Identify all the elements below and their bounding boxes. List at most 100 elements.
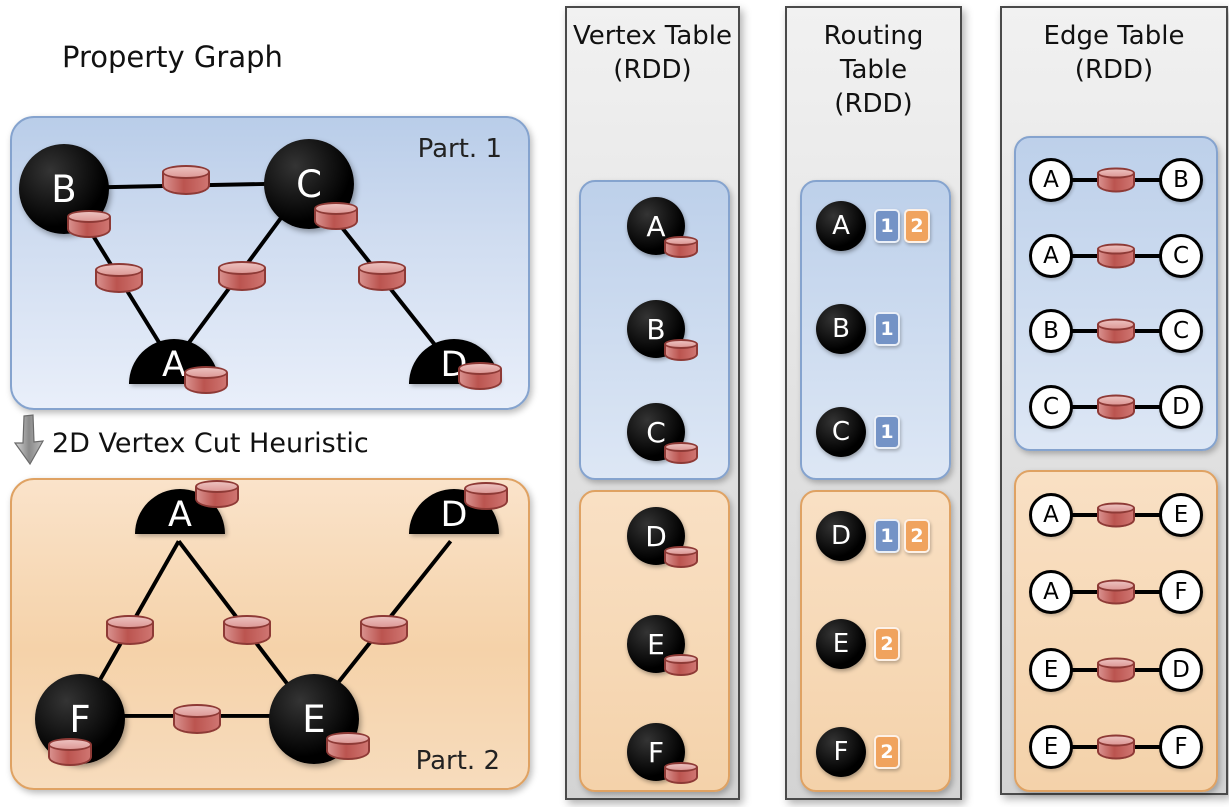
edge-row-a-e: A E: [1016, 492, 1216, 537]
routing-table-partition-2-box: D 1 2 E 2 F 2: [800, 490, 951, 792]
vertex-cut-heuristic-label: 2D Vertex Cut Heuristic: [52, 428, 369, 459]
edge-row-c-d: C D: [1016, 385, 1216, 430]
vertex-table-entry-d-label: D: [645, 519, 667, 553]
routing-entry-a-label: A: [832, 211, 850, 241]
edge-table-partition-1-box: A B A C B C C D: [1014, 136, 1218, 451]
edge-property-cylinder-icon: [1097, 318, 1135, 344]
vertex-table-title-line1: Vertex Table: [572, 21, 733, 51]
edge-src-circle: A: [1029, 233, 1073, 278]
routing-entry-d-partition1-chip: 1: [874, 519, 900, 553]
edge-dst-label: C: [1172, 318, 1190, 345]
edge-a-e-property-cylinder-icon: [223, 615, 271, 645]
routing-entry-c-vertex: C: [816, 407, 866, 457]
edge-dst-circle: B: [1159, 157, 1203, 202]
chip-label: 2: [880, 633, 894, 655]
vertex-c-property-cylinder-icon: [314, 202, 358, 230]
partition-1-label: Part. 1: [417, 134, 502, 164]
edge-property-cylinder-icon: [1097, 394, 1135, 420]
routing-table-title-line1: Routing: [823, 21, 924, 51]
vertex-f-label: F: [69, 697, 91, 741]
edge-table-title-line1: Edge Table: [1043, 21, 1185, 51]
vertex-a-property-cylinder-icon: [184, 366, 228, 394]
vertex-b-property-cylinder-icon: [67, 210, 111, 238]
routing-table-partition-1-box: A 1 2 B 1 C 1: [800, 180, 951, 480]
vertex-e: E: [269, 674, 359, 764]
edge-link-line: [1071, 502, 1161, 528]
routing-entry-f-label: F: [833, 737, 849, 767]
edge-property-cylinder-icon: [1097, 502, 1135, 528]
vertex-f-property-cylinder-icon: [664, 762, 698, 784]
routing-entry-a-partition1-chip: 1: [874, 209, 900, 243]
routing-entry-d-vertex: D: [816, 511, 866, 561]
property-graph-title: Property Graph: [62, 40, 283, 74]
routing-entry-c-label: C: [831, 417, 851, 447]
edge-dst-circle: C: [1159, 233, 1203, 278]
edge-a-f-property-cylinder-icon: [106, 615, 154, 645]
edge-src-circle: C: [1029, 385, 1073, 430]
vertex-table-entry-d: D: [627, 507, 685, 565]
routing-table-title: Routing Table (RDD): [787, 20, 960, 121]
vertex-c-label: C: [296, 162, 322, 206]
routing-table-column: Routing Table (RDD) A 1 2 B 1 C 1 D 1 2 …: [785, 6, 962, 800]
edge-property-cylinder-icon: [1097, 734, 1135, 760]
vertex-a-label: A: [168, 495, 192, 535]
edge-d-e-property-cylinder-icon: [360, 615, 408, 645]
routing-entry-a-vertex: A: [816, 201, 866, 251]
vertex-b-label: B: [51, 167, 77, 211]
vertex-d-property-cylinder-icon: [664, 546, 698, 568]
edge-row-e-d: E D: [1016, 647, 1216, 692]
vertex-d-label: D: [440, 495, 468, 535]
edge-dst-circle: C: [1159, 309, 1203, 354]
chip-label: 1: [880, 525, 894, 547]
vertex-table-title-line2: (RDD): [613, 54, 692, 85]
vertex-a-property-cylinder-icon: [195, 480, 239, 508]
edge-dst-circle: F: [1159, 570, 1203, 615]
edge-row-a-c: A C: [1016, 233, 1216, 278]
chip-label: 1: [880, 215, 894, 237]
edge-table-title: Edge Table (RDD): [1002, 20, 1226, 88]
vertex-a-property-cylinder-icon: [664, 236, 698, 258]
edge-src-label: A: [1043, 579, 1059, 606]
vertex-table-entry-b-label: B: [646, 312, 666, 346]
edge-src-label: B: [1043, 318, 1059, 345]
vertex-table-column: Vertex Table (RDD) A B C D E F: [565, 6, 740, 800]
edge-link-line: [1071, 167, 1161, 193]
edge-b-a-property-cylinder-icon: [95, 263, 143, 293]
routing-entry-e-label: E: [832, 629, 850, 659]
edge-dst-label: B: [1173, 166, 1189, 193]
edge-link-line: [1071, 394, 1161, 420]
vertex-c-property-cylinder-icon: [664, 442, 698, 464]
vertex-b-property-cylinder-icon: [664, 339, 698, 361]
chip-label: 1: [880, 421, 894, 443]
edge-c-d-property-cylinder-icon: [358, 261, 406, 291]
vertex-a-label: A: [162, 345, 186, 385]
edge-link-line: [1071, 243, 1161, 269]
edge-link-line: [1071, 734, 1161, 760]
edge-dst-label: C: [1172, 242, 1190, 269]
routing-entry-b-vertex: B: [816, 304, 866, 354]
vertex-e-property-cylinder-icon: [664, 654, 698, 676]
vertex-table-entry-f-label: F: [647, 735, 665, 769]
edge-src-label: A: [1043, 242, 1059, 269]
edge-src-label: C: [1042, 394, 1060, 421]
edge-link-line: [1071, 657, 1161, 683]
vertex-d-property-cylinder-icon: [464, 482, 508, 510]
vertex-e-label: E: [302, 697, 326, 741]
vertex-table-partition-2-box: D E F: [579, 490, 730, 792]
vertex-d-property-cylinder-icon: [458, 362, 502, 390]
edge-dst-label: F: [1174, 734, 1188, 761]
edge-table-title-line2: (RDD): [1074, 54, 1154, 85]
edge-dst-circle: F: [1159, 725, 1203, 770]
edge-row-e-f: E F: [1016, 725, 1216, 770]
down-arrow-icon: [13, 414, 45, 466]
edge-row-a-b: A B: [1016, 157, 1216, 202]
edge-src-circle: E: [1029, 647, 1073, 692]
chip-label: 2: [910, 215, 924, 237]
routing-entry-d-label: D: [830, 521, 852, 551]
edge-row-b-c: B C: [1016, 309, 1216, 354]
edge-property-cylinder-icon: [1097, 243, 1135, 269]
chip-label: 1: [880, 318, 894, 340]
edge-f-e-property-cylinder-icon: [173, 704, 221, 734]
routing-table-title-line3: (RDD): [834, 88, 913, 119]
